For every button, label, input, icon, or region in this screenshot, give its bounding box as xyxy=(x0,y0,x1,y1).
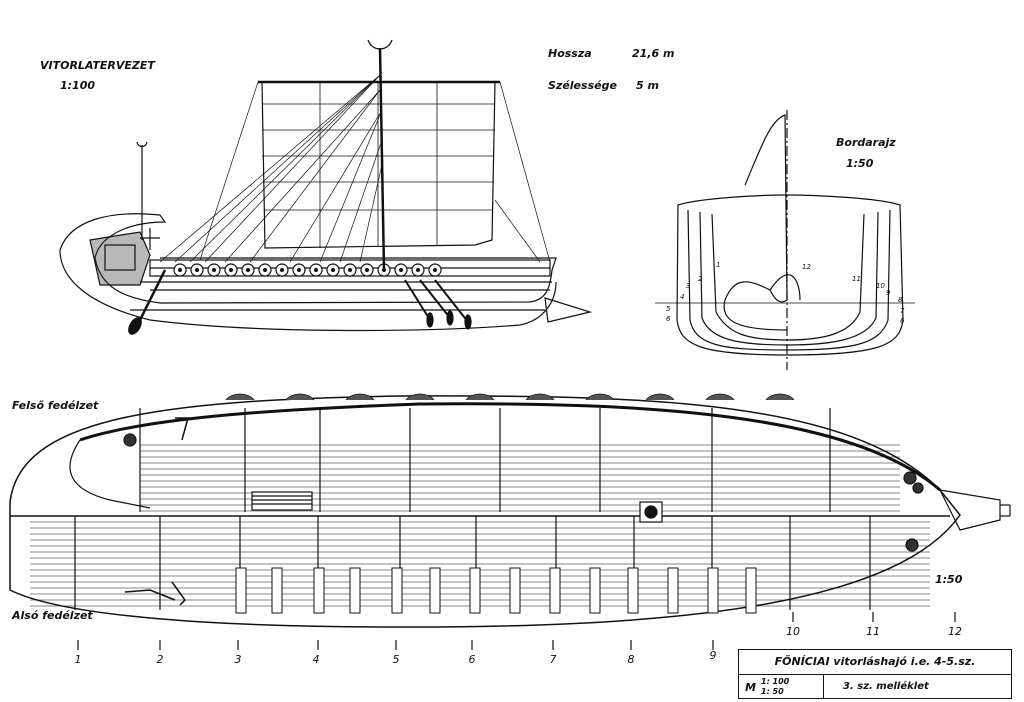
sail-grid xyxy=(262,82,495,248)
masthead-ornament xyxy=(367,39,393,60)
rower-bench xyxy=(235,567,247,614)
section-number: 1 xyxy=(74,653,82,666)
rower-bench xyxy=(391,567,403,614)
title-block-title: FÖNÍCIAI vitorláshajó i.e. 4-5.sz. xyxy=(739,650,1011,675)
frame-number: 5 xyxy=(666,305,671,313)
title-block-attachment: 3. sz. melléklet xyxy=(843,681,929,692)
rower-bench xyxy=(627,567,639,614)
section-number: 2 xyxy=(156,653,164,666)
section-scale: 1:50 xyxy=(846,157,874,170)
frame-number: 10 xyxy=(876,282,885,290)
frame-number: 12 xyxy=(802,263,811,271)
section-number: 11 xyxy=(866,625,880,638)
section-title: Bordarajz xyxy=(836,136,896,149)
lower-deck-label: Alsó fedélzet xyxy=(12,609,93,622)
upper-deck-label: Felső fedélzet xyxy=(12,399,99,412)
rower-bench xyxy=(429,567,441,614)
frame-number: 2 xyxy=(698,275,703,283)
rower-bench xyxy=(589,567,601,614)
hull-bottom xyxy=(59,249,557,332)
frame-number: 6 xyxy=(900,317,905,325)
section-outline xyxy=(676,194,904,356)
section-ticks xyxy=(77,612,956,650)
section-number: 5 xyxy=(392,653,400,666)
rower-bench xyxy=(509,567,521,614)
rail-shields xyxy=(225,393,795,401)
frame-number: 1 xyxy=(716,261,721,269)
bow-beak xyxy=(938,489,1001,531)
hull-outline xyxy=(59,213,557,304)
section-number: 3 xyxy=(234,653,242,666)
width-label: Szélessége xyxy=(548,79,617,92)
frame-number: 11 xyxy=(852,275,861,283)
rower-bench xyxy=(667,567,679,614)
frame-number: 3 xyxy=(686,282,691,290)
deck-plan xyxy=(9,393,1011,650)
sail-plan-scale: 1:100 xyxy=(60,79,96,92)
sail xyxy=(261,81,496,249)
upper-deck-contour xyxy=(79,402,941,492)
deck-plan-scale: 1:50 xyxy=(935,573,963,586)
length-value: 21,6 m xyxy=(632,47,675,60)
section-number: 4 xyxy=(312,653,320,666)
title-block: FÖNÍCIAI vitorláshajó i.e. 4-5.sz. M 1: … xyxy=(738,649,1012,699)
frame-number: 7 xyxy=(900,307,905,315)
frame-number: 4 xyxy=(680,293,685,301)
length-label: Hossza xyxy=(548,47,592,60)
section-number: 10 xyxy=(786,625,800,638)
section-number: 9 xyxy=(709,649,717,662)
rower-bench xyxy=(313,567,325,614)
frame-number: 8 xyxy=(898,296,903,304)
stern-ornament xyxy=(89,231,151,286)
width-value: 5 m xyxy=(636,79,659,92)
title-block-scale2: 1: 50 xyxy=(761,687,784,696)
rower-bench xyxy=(549,567,561,614)
rower-benches xyxy=(235,567,757,614)
mast xyxy=(378,47,386,271)
title-block-scale1: 1: 100 xyxy=(761,677,790,686)
frame-number: 9 xyxy=(886,289,891,297)
shield-row xyxy=(173,263,442,277)
title-block-m: M xyxy=(745,681,756,694)
capstan xyxy=(123,433,137,447)
section-view xyxy=(655,110,915,370)
rigging xyxy=(159,74,551,263)
rower-bench xyxy=(707,567,719,614)
rowing-oars xyxy=(404,279,472,330)
rower-bench xyxy=(745,567,757,614)
section-number: 7 xyxy=(549,653,557,666)
deck-hull-outline xyxy=(9,395,961,628)
frame-number: 6 xyxy=(666,315,671,323)
ram xyxy=(544,297,593,323)
title-block-scale-cell: M 1: 100 1: 50 xyxy=(739,675,824,698)
ship-side-elevation xyxy=(59,39,593,335)
rower-bench xyxy=(469,567,481,614)
rower-bench xyxy=(271,567,283,614)
rower-bench xyxy=(349,567,361,614)
section-number: 8 xyxy=(627,653,635,666)
stem-post xyxy=(723,114,788,331)
section-number: 12 xyxy=(948,625,962,638)
sail-plan-title: VITORLATERVEZET xyxy=(40,59,155,72)
hatch xyxy=(251,491,313,511)
section-number: 6 xyxy=(468,653,476,666)
